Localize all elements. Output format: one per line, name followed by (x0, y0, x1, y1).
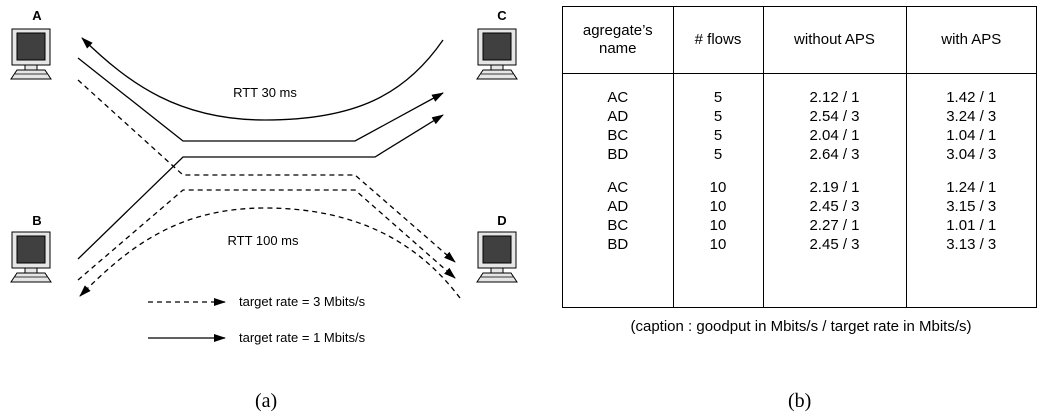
table-caption: (caption : goodput in Mbits/s / target r… (630, 318, 972, 335)
host-label-d: D (497, 213, 506, 228)
host-label-c: C (497, 8, 507, 23)
flow-arrow-a-to-c (77, 57, 444, 142)
flow-arrow-a-to-d (77, 79, 456, 263)
computer-d-icon (476, 231, 518, 283)
header-flows: # flows (672, 7, 763, 74)
subfigure-label-b: (b) (788, 390, 812, 412)
computer-a-icon (10, 28, 52, 80)
host-label-b: B (32, 213, 41, 228)
legend-solid-label: target rate = 1 Mbits/s (239, 330, 366, 345)
legend-dashed-label: target rate = 3 Mbits/s (239, 294, 366, 309)
flow-arrow-c-to-a (81, 37, 444, 121)
computer-b-icon (10, 231, 52, 283)
rtt-top-label: RTT 30 ms (233, 85, 297, 100)
host-label-a: A (32, 8, 42, 23)
computer-c-icon (476, 28, 518, 80)
subfigure-label-a: (a) (255, 390, 278, 412)
network-diagram: A B C D RTT 30 ms RTT 100 ms target rate… (10, 8, 518, 345)
header-with-aps: with APS (905, 7, 1036, 74)
flow-arrow-d-to-b (79, 207, 461, 299)
rtt-bottom-label: RTT 100 ms (227, 233, 299, 248)
header-without-aps: without APS (762, 7, 906, 74)
flow-arrow-b-to-c (77, 114, 444, 260)
